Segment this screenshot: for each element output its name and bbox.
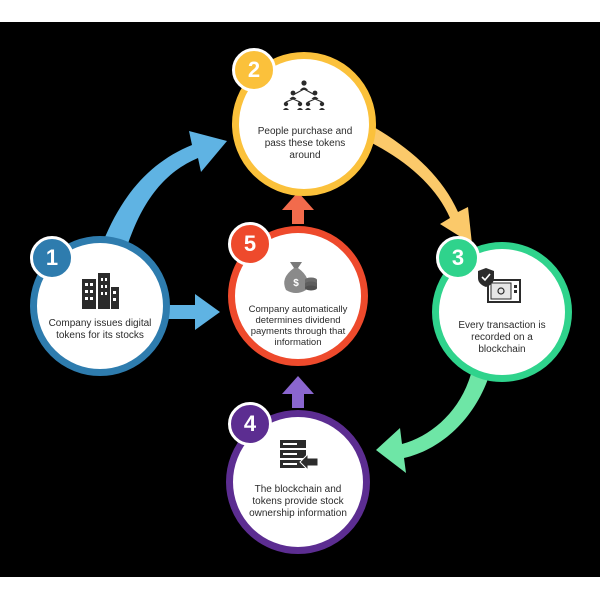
- arrow-5-to-2: [282, 192, 314, 224]
- database-arrow-icon: [280, 440, 319, 472]
- arrow-3-to-4: [376, 370, 489, 473]
- step-1-text: Company issues digital tokens for its st…: [48, 318, 152, 341]
- step-2-circle: [232, 52, 376, 196]
- svg-text:$: $: [293, 278, 299, 289]
- step-3-badge: 3: [436, 236, 480, 280]
- step-1-badge: 1: [30, 236, 74, 280]
- building-icon: [82, 273, 119, 309]
- arrow-4-to-5: [282, 376, 314, 408]
- step-2-badge: 2: [232, 48, 276, 92]
- step-3-circle: [432, 242, 572, 382]
- secure-server-icon: [478, 268, 521, 303]
- step-5-badge: 5: [228, 222, 272, 266]
- step-3-text: Every transaction is recorded on a block…: [458, 320, 546, 355]
- money-bag-icon: $: [284, 262, 317, 293]
- step-2-text: People purchase and pass these tokens ar…: [257, 126, 353, 161]
- step-4-text: The blockchain and tokens provide stock …: [249, 484, 347, 519]
- people-network-icon: [283, 80, 325, 110]
- arrow-1-to-5: [163, 294, 220, 330]
- arrow-2-to-3: [366, 126, 472, 244]
- step-5-text: Company automatically determines dividen…: [248, 304, 348, 348]
- arrow-1-to-2: [103, 131, 227, 250]
- step-4-badge: 4: [228, 402, 272, 446]
